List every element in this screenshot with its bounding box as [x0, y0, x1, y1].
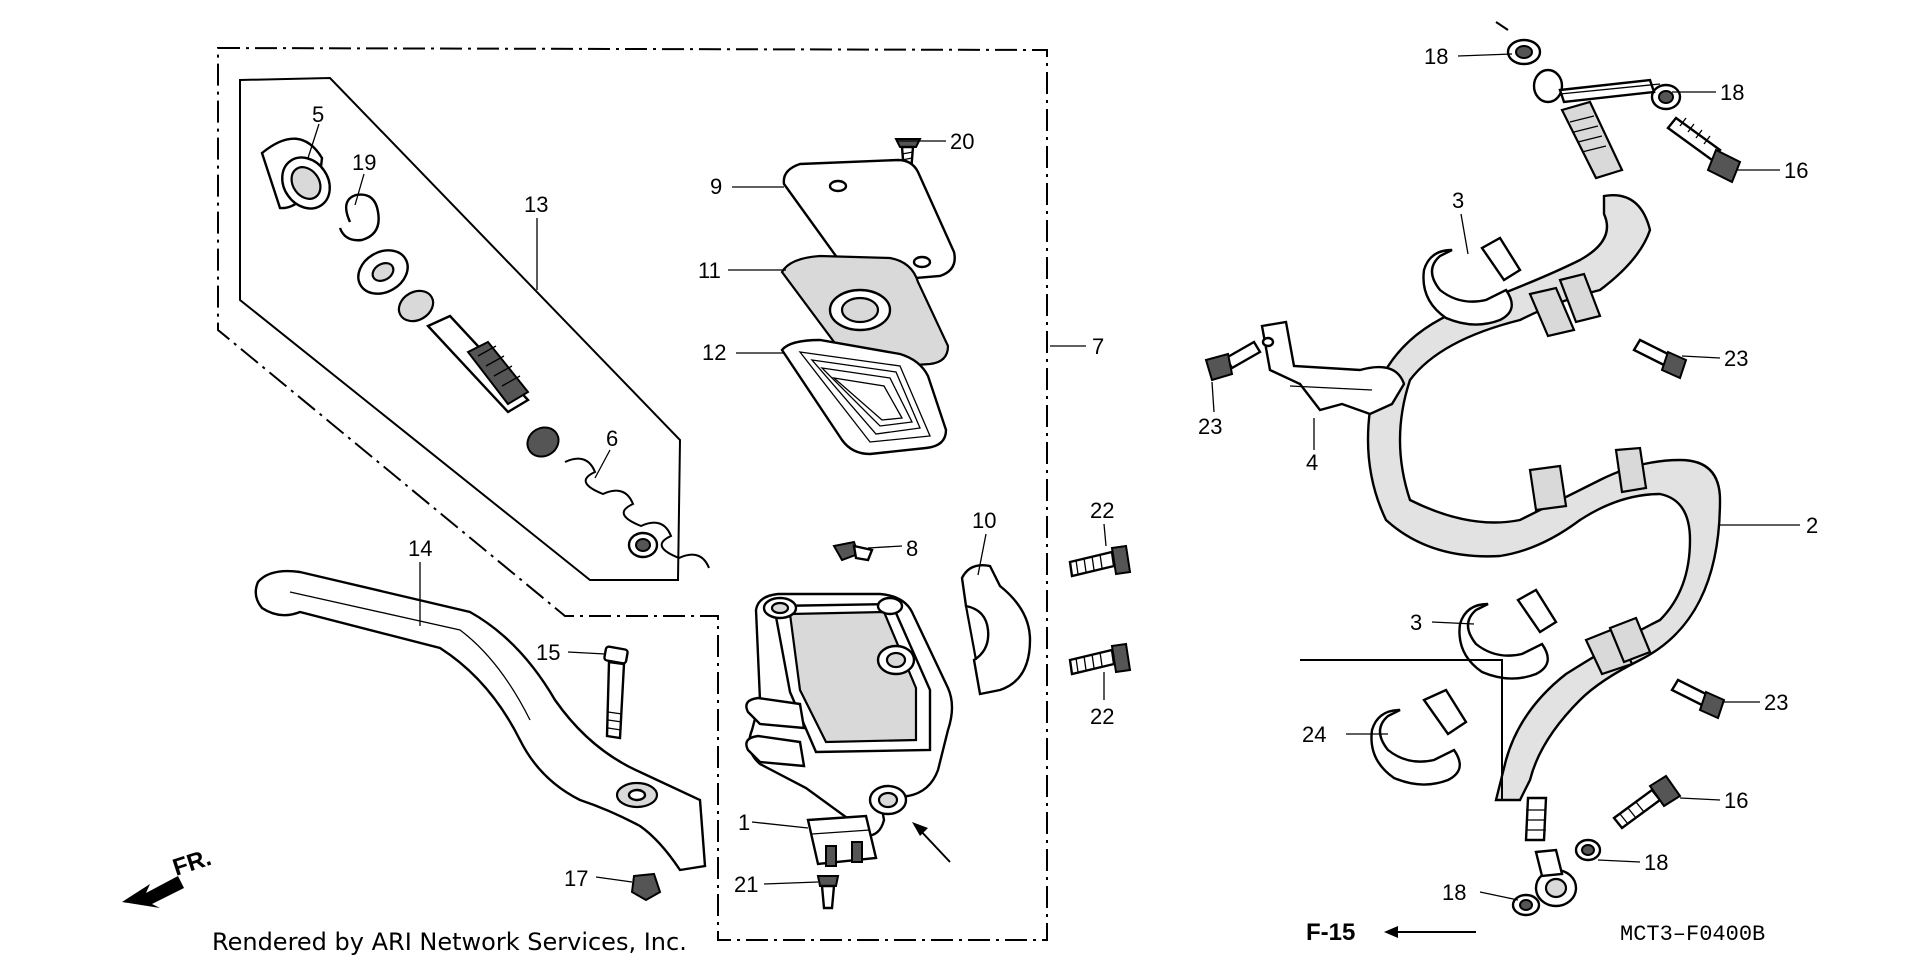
callout-15: 15: [536, 640, 560, 665]
front-direction-arrow: [122, 876, 184, 908]
brake-hose-assembly: [1204, 21, 1742, 917]
master-cylinder-assembly-frame: [217, 46, 1048, 941]
reservoir-cover-parts: [780, 138, 956, 456]
callout-20: 20: [950, 129, 974, 154]
reference-page-label: F-15: [1306, 919, 1355, 946]
callout-23-right-lower: 23: [1764, 690, 1788, 715]
callout-1: 1: [738, 810, 750, 835]
callout-18-top-left: 18: [1424, 44, 1448, 69]
front-direction-label: FR.: [170, 844, 215, 882]
callout-6: 6: [606, 426, 618, 451]
callout-24: 24: [1302, 722, 1326, 747]
callout-3-lower: 3: [1410, 610, 1422, 635]
callout-17: 17: [564, 866, 588, 891]
callout-2: 2: [1806, 513, 1818, 538]
callout-19: 19: [352, 150, 376, 175]
callout-22-upper: 22: [1090, 498, 1114, 523]
callout-16-upper: 16: [1784, 158, 1808, 183]
callout-8: 8: [906, 536, 918, 561]
rendered-by-credit: Rendered by ARI Network Services, Inc.: [212, 928, 687, 956]
callout-12: 12: [702, 340, 726, 365]
callout-numbers: 5 19 13 6 14 15 17 1 21 20 9 11 12 7 8 1…: [312, 44, 1818, 905]
callout-21: 21: [734, 872, 758, 897]
callout-5: 5: [312, 102, 324, 127]
callout-7: 7: [1092, 334, 1104, 359]
master-cylinder-body: [745, 592, 954, 863]
callout-18-top-right: 18: [1720, 80, 1744, 105]
callout-23-left: 23: [1198, 414, 1222, 439]
piston-kit-parts: [260, 137, 710, 569]
callout-23-right-upper: 23: [1724, 346, 1748, 371]
brake-lever: [254, 569, 707, 902]
callout-9: 9: [710, 174, 722, 199]
lever-holder-and-bolts: [960, 544, 1132, 696]
callout-22-lower: 22: [1090, 704, 1114, 729]
callout-11: 11: [698, 258, 721, 283]
callout-16-lower: 16: [1724, 788, 1748, 813]
small-hardware: [806, 540, 878, 910]
callout-10: 10: [972, 508, 996, 533]
callout-4: 4: [1306, 450, 1318, 475]
callout-3-upper: 3: [1452, 188, 1464, 213]
callout-14: 14: [408, 536, 432, 561]
callout-18-lower-left: 18: [1442, 880, 1466, 905]
leader-lines: [307, 53, 1800, 938]
callout-13: 13: [524, 192, 548, 217]
diagram-code: MCT3–F0400B: [1620, 922, 1765, 947]
callout-18-lower-right: 18: [1644, 850, 1668, 875]
